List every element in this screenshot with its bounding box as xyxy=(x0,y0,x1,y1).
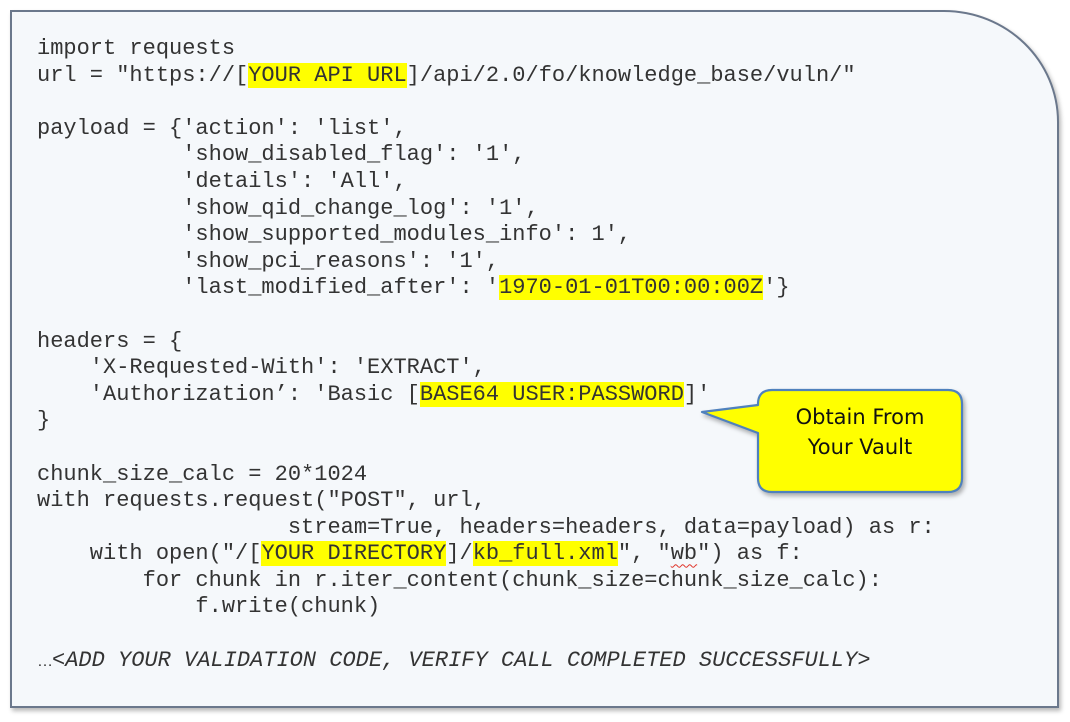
code-text: ") as f: xyxy=(697,541,803,567)
highlighted-placeholder: BASE64 USER:PASSWORD xyxy=(419,381,684,407)
code-line: chunk_size_calc = 20*1024 xyxy=(37,462,935,489)
code-line xyxy=(37,621,935,648)
code-line: 'Authorization’: 'Basic [BASE64 USER:PAS… xyxy=(37,381,935,409)
callout-line-2: Your Vault xyxy=(807,435,913,459)
spellcheck-flagged-text: wb xyxy=(670,541,698,567)
code-line: stream=True, headers=headers, data=paylo… xyxy=(37,515,935,542)
code-text: chunk_size_calc = 20*1024 xyxy=(37,461,368,487)
code-text: payload = {'action': 'list', xyxy=(37,115,407,141)
code-text: 'details': 'All', xyxy=(37,168,407,194)
code-text: ", " xyxy=(617,541,671,567)
code-text: with open("/[ xyxy=(37,541,262,567)
code-text: headers = { xyxy=(37,328,183,354)
code-line: 'X-Requested-With': 'EXTRACT', xyxy=(37,355,935,382)
code-text: url = "https://[ xyxy=(37,62,249,88)
code-text: 'X-Requested-With': 'EXTRACT', xyxy=(37,355,486,381)
highlighted-placeholder: 1970-01-01T00:00:00Z xyxy=(499,275,764,301)
code-text: ]/api/2.0/fo/knowledge_base/vuln/" xyxy=(406,62,856,88)
code-text: 'Authorization’: 'Basic [ xyxy=(37,381,420,407)
callout-background xyxy=(700,388,964,494)
highlighted-placeholder: kb_full.xml xyxy=(472,541,618,567)
callout-shape xyxy=(700,388,964,494)
validation-comment: <ADD YOUR VALIDATION CODE, VERIFY CALL C… xyxy=(52,647,871,673)
code-text: ]/ xyxy=(446,541,473,567)
code-line: …<ADD YOUR VALIDATION CODE, VERIFY CALL … xyxy=(37,648,935,675)
code-text: with requests.request("POST", url, xyxy=(37,488,486,514)
code-line: 'details': 'All', xyxy=(37,169,935,196)
code-line: with open("/[YOUR DIRECTORY]/kb_full.xml… xyxy=(37,541,935,568)
code-line xyxy=(37,89,935,116)
code-text: f.write(chunk) xyxy=(37,594,381,620)
highlighted-placeholder: YOUR API URL xyxy=(248,62,407,88)
code-text: 'last_modified_after': ' xyxy=(37,275,500,301)
code-line: payload = {'action': 'list', xyxy=(37,116,935,143)
code-line xyxy=(37,302,935,329)
ellipsis-glyph: … xyxy=(37,652,53,670)
code-line: 'show_pci_reasons': '1', xyxy=(37,249,935,276)
code-text: ]' xyxy=(683,381,711,407)
code-line: import requests xyxy=(37,36,935,63)
code-text: 'show_disabled_flag': '1', xyxy=(37,142,526,168)
code-line: with requests.request("POST", url, xyxy=(37,488,935,515)
code-line: 'show_disabled_flag': '1', xyxy=(37,142,935,169)
callout-text: Obtain From Your Vault xyxy=(760,402,960,462)
code-line: 'last_modified_after': '1970-01-01T00:00… xyxy=(37,275,935,302)
code-text: for chunk in r.iter_content(chunk_size=c… xyxy=(37,567,882,593)
code-text: 'show_pci_reasons': '1', xyxy=(37,248,500,274)
code-line: headers = { xyxy=(37,329,935,356)
code-text: } xyxy=(37,408,51,434)
code-line: 'show_qid_change_log': '1', xyxy=(37,196,935,223)
code-text: 'show_supported_modules_info': 1', xyxy=(37,222,632,248)
code-line: url = "https://[YOUR API URL]/api/2.0/fo… xyxy=(37,62,935,90)
code-line: for chunk in r.iter_content(chunk_size=c… xyxy=(37,568,935,595)
code-text: import requests xyxy=(37,36,236,61)
callout-line-1: Obtain From xyxy=(795,405,925,429)
highlighted-placeholder: YOUR DIRECTORY xyxy=(261,541,447,567)
code-line: } xyxy=(37,408,935,435)
code-line: 'show_supported_modules_info': 1', xyxy=(37,222,935,249)
code-text: stream=True, headers=headers, data=paylo… xyxy=(37,514,935,540)
code-text: 'show_qid_change_log': '1', xyxy=(37,195,539,221)
code-line: f.write(chunk) xyxy=(37,594,935,621)
callout-bubble: Obtain From Your Vault xyxy=(700,388,966,498)
code-text: '} xyxy=(763,275,790,301)
